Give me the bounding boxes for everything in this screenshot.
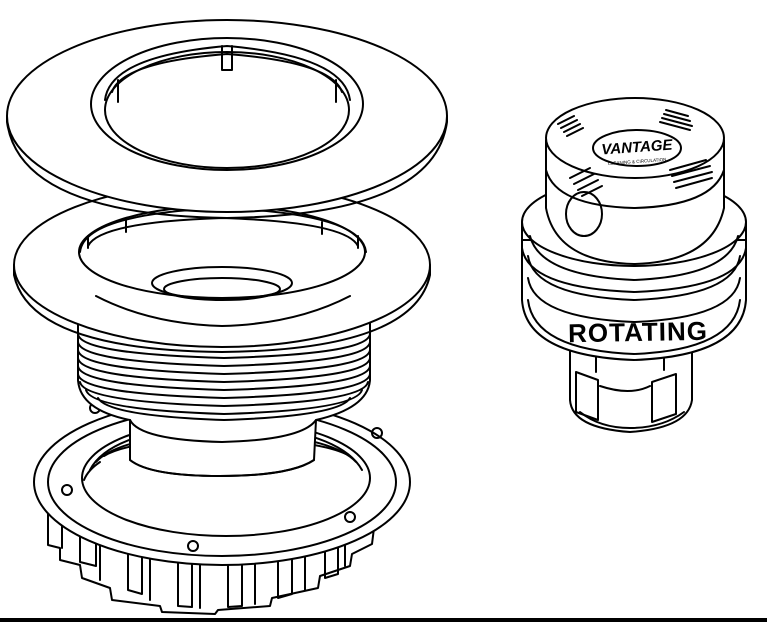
nozzle-cap: VANTAGE CLEANING & CIRCULATION [545,97,725,265]
rotating-band: ROTATING [521,239,747,361]
svg-text:CLEANING & CIRCULATION: CLEANING & CIRCULATION [608,157,667,166]
rotating-nozzle: ROTATING VANTAGE CLEANING & CIRCULATIO [521,97,747,433]
rotating-label: ROTATING [568,316,708,348]
vantage-logo: VANTAGE CLEANING & CIRCULATION [592,129,682,167]
svg-text:VANTAGE: VANTAGE [601,136,674,158]
bottom-border [0,618,767,622]
body-flange [13,182,431,353]
water-outlet-port [565,191,603,237]
face-plate [6,19,448,219]
nozzle-tip [569,349,693,433]
threaded-body [77,321,371,477]
fitting-assembly [6,19,448,615]
